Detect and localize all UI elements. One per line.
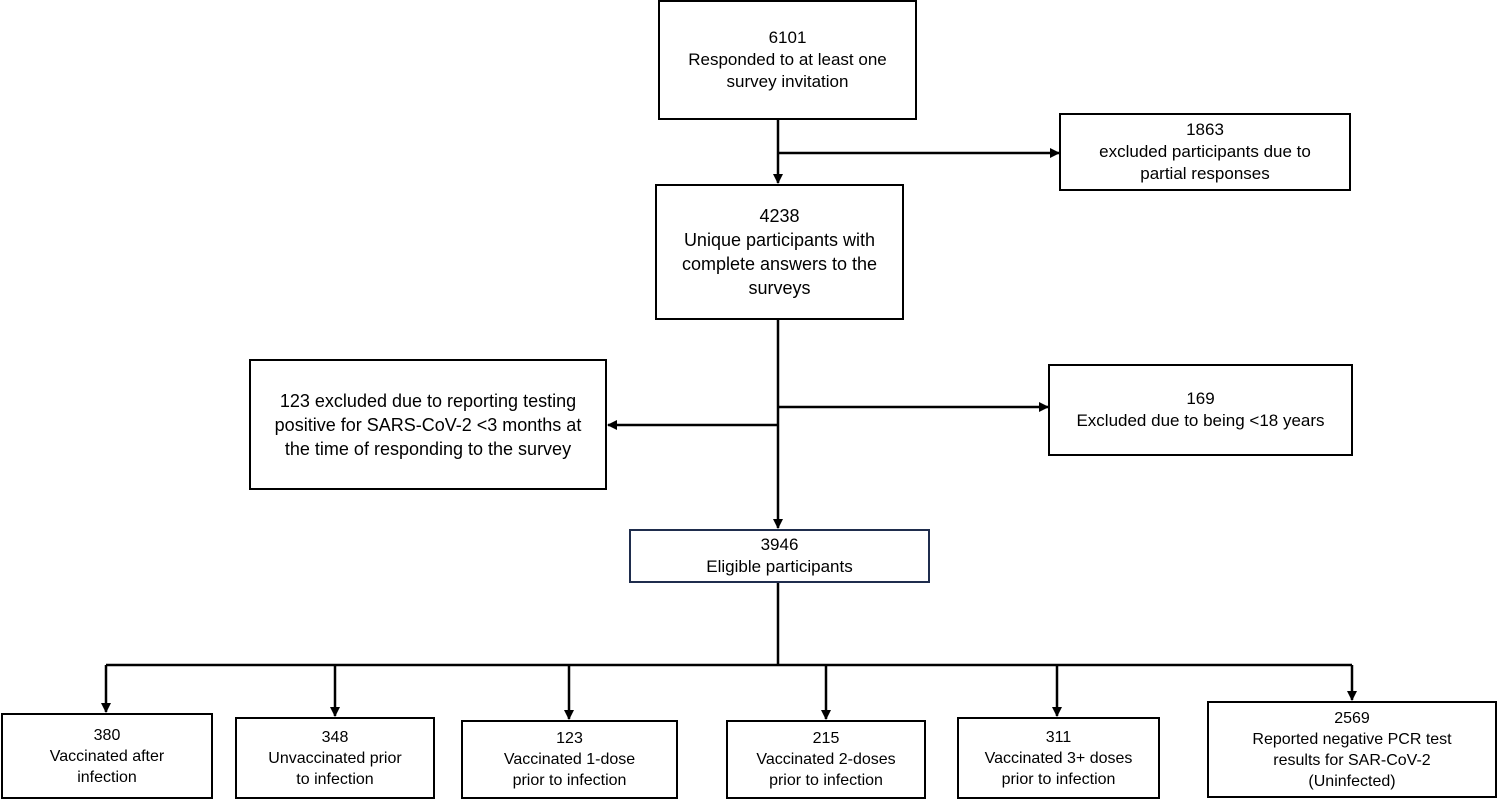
box-line-count: 3946 [760,535,799,554]
box-line-text: prior to infection [1001,770,1116,788]
box-line-count: 123 excluded due to reporting testing [279,390,577,411]
box-line-text: partial responses [1140,164,1270,183]
box-excluded-partial: 1863 excluded participants due to partial … [1059,113,1351,191]
box-line-text: excluded participants due to [1099,142,1311,161]
box-line-count: 169 [1186,389,1215,408]
box-line-text: Unique participants with [683,230,876,250]
box-line-text: Vaccinated 3+ doses [984,749,1133,767]
box-line-text: prior to infection [512,772,627,789]
box-line-text: Responded to at least one [688,50,887,69]
box-line-count: 1863 [1186,120,1224,139]
box-line-count: 123 [556,730,583,747]
box-line-count: 6101 [768,28,807,47]
box-line-count: 380 [93,726,121,744]
box-line-text: surveys [748,278,811,298]
box-line-text: infection [77,768,137,786]
box-line-text: survey invitation [726,72,849,91]
box-line-text: complete answers to the [681,254,878,274]
box-line-text: prior to infection [769,772,883,789]
box-line-count: 2569 [1334,709,1370,727]
box-line-text: Unvaccinated prior [268,749,402,767]
box-line-count: 311 [1045,728,1072,746]
box-line-text: positive for SARS-CoV-2 <3 months at [274,414,582,435]
box-line-text: (Uninfected) [1308,772,1396,790]
box-line-text: results for SAR-CoV-2 [1273,751,1431,769]
box-line-text: Vaccinated 1-dose [503,751,636,768]
box-line-text: Vaccinated 2-doses [756,751,896,768]
box-line-text: Vaccinated after [49,747,165,765]
box-line-text: Reported negative PCR test [1252,730,1452,748]
box-excluded-positive: 123 excluded due to reporting testing pos… [249,359,607,490]
box-line-text: Excluded due to being <18 years [1076,411,1325,430]
box-line-count: 4238 [759,206,800,226]
box-line-text: the time of responding to the survey [284,438,572,459]
box-line-text: Eligible participants [706,557,853,576]
box-line-count: 348 [321,728,349,746]
box-line-count: 215 [812,730,840,747]
box-line-text: to infection [296,770,374,788]
